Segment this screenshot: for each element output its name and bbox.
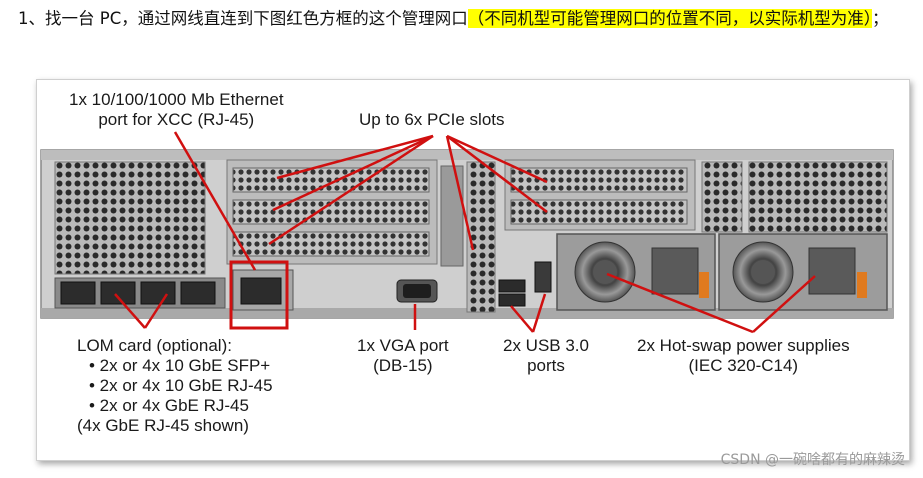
- lom-title: LOM card (optional):: [77, 336, 232, 355]
- pcie-cage-left: [226, 159, 464, 267]
- psu-label: 2x Hot-swap power supplies (IEC 320-C14): [637, 336, 850, 376]
- lom-item-2: • 2x or 4x 10 GbE RJ-45: [89, 376, 273, 395]
- lom-card-ports: [54, 277, 226, 309]
- vga-label-line1: 1x VGA port: [357, 336, 449, 355]
- pcie-label: Up to 6x PCIe slots: [359, 110, 505, 129]
- intro-suffix: ；: [871, 9, 889, 28]
- lom-note: (4x GbE RJ-45 shown): [77, 416, 249, 435]
- callout-lines: [114, 131, 816, 334]
- left-vent: [54, 161, 206, 275]
- power-supply-2: [718, 233, 888, 311]
- vga-label: 1x VGA port (DB-15): [357, 336, 449, 376]
- intro-highlight: （不同机型可能管理网口的位置不同，以实际机型为准）: [467, 9, 872, 28]
- xcc-port-label: 1x 10/100/1000 Mb Ethernet port for XCC …: [69, 90, 284, 130]
- server-rear-diagram: [40, 131, 894, 334]
- server-rear-figure: 1x 10/100/1000 Mb Ethernet port for XCC …: [36, 79, 910, 461]
- vga-port: [396, 279, 438, 303]
- xcc-label-line1: 1x 10/100/1000 Mb Ethernet: [69, 90, 284, 109]
- vga-label-line2: (DB-15): [373, 356, 433, 375]
- power-supply-1: [556, 233, 716, 311]
- psu-label-line1: 2x Hot-swap power supplies: [637, 336, 850, 355]
- lom-item-3: • 2x or 4x GbE RJ-45: [89, 396, 249, 415]
- intro-paragraph: 1、找一台 PC，通过网线直连到下图红色方框的这个管理网口（不同机型可能管理网口…: [18, 4, 898, 33]
- xcc-management-port: [232, 269, 294, 311]
- usb-label: 2x USB 3.0 ports: [503, 336, 589, 376]
- intro-text: 1、找一台 PC，通过网线直连到下图红色方框的这个管理网口: [18, 9, 468, 28]
- xcc-label-line2: port for XCC (RJ-45): [98, 110, 255, 129]
- watermark: CSDN @一碗啥都有的麻辣烫: [720, 452, 905, 468]
- usb-label-line2: ports: [527, 356, 565, 375]
- xcc-highlight-box: [229, 260, 289, 330]
- psu-label-line2: (IEC 320-C14): [688, 356, 799, 375]
- lom-item-1: • 2x or 4x 10 GbE SFP+: [89, 356, 271, 375]
- usb-ports: [498, 261, 552, 307]
- usb-label-line1: 2x USB 3.0: [503, 336, 589, 355]
- lom-label: LOM card (optional): • 2x or 4x 10 GbE S…: [77, 336, 273, 436]
